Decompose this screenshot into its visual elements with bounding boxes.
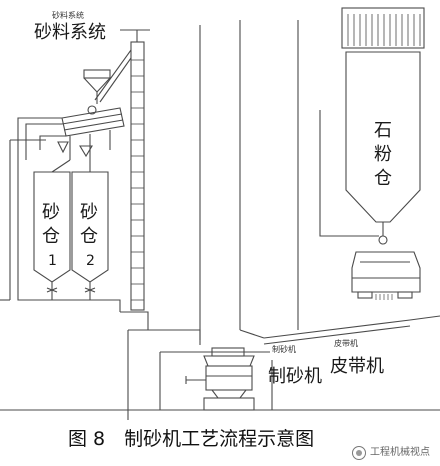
figure-caption: 图 8 制砂机工艺流程示意图 <box>68 428 315 450</box>
tanker-truck <box>351 251 421 293</box>
stone-powder-silo <box>345 51 421 223</box>
label-sand-silo-2: 砂仓 <box>77 202 98 250</box>
label-sand-system: 砂料系统 <box>34 22 106 43</box>
sand-maker-body <box>205 365 253 391</box>
wechat-icon <box>352 446 366 460</box>
label-stone-powder-silo: 石粉仓 <box>371 120 392 192</box>
sand-silo-2 <box>71 171 109 283</box>
watermark: 工程机械视点 <box>352 446 430 460</box>
belt-conveyor <box>263 319 411 339</box>
label-belt-small: 皮带机 <box>334 339 358 348</box>
label-sand-maker-small: 制砂机 <box>272 345 296 354</box>
watermark-text: 工程机械视点 <box>370 447 430 458</box>
label-sand-silo-1: 砂仓 <box>39 202 60 250</box>
sand-silo-1 <box>33 171 71 283</box>
bucket-elevator <box>130 41 145 311</box>
label-sand-maker: 制砂机 <box>268 366 322 387</box>
feed-hopper <box>83 69 111 79</box>
label-sand-system-small: 砂料系统 <box>52 11 84 20</box>
label-sand-silo-2-number: 2 <box>86 253 95 269</box>
label-sand-silo-1-number: 1 <box>48 253 57 269</box>
label-belt: 皮带机 <box>330 356 384 377</box>
